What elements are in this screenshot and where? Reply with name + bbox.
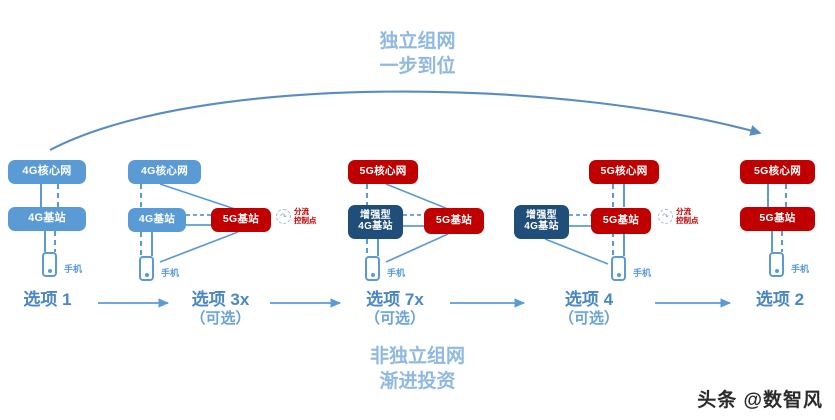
sa-overview-arrow <box>49 90 762 151</box>
node-5g-core-c3[interactable]: 5G核心网 <box>348 160 418 184</box>
phone-label-c2: 手机 <box>161 268 180 278</box>
split-point-icon-c2: ↷ <box>276 209 291 225</box>
node-5g-bs-c3[interactable]: 5G基站 <box>424 208 484 234</box>
split-point-label-c2: 分流 控制点 <box>294 207 317 226</box>
node-4g-core-c1[interactable]: 4G核心网 <box>8 160 86 184</box>
phone-icon-c3 <box>365 256 380 281</box>
split-point-label-c4: 分流 控制点 <box>676 207 699 226</box>
phone-icon-c5 <box>769 252 784 277</box>
option-caption-4[interactable]: 选项 4 （可选） <box>534 290 644 328</box>
bottom-heading: 非独立组网 渐进投资 <box>318 345 518 394</box>
node-4g-bs-c2[interactable]: 4G基站 <box>128 208 186 232</box>
node-5g-bs-c4[interactable]: 5G基站 <box>591 208 651 234</box>
top-heading-line1: 独立组网 <box>379 31 456 52</box>
option-7x-main: 选项 7x <box>366 290 424 309</box>
split-point-line2-c2: 控制点 <box>294 215 317 225</box>
option-caption-1[interactable]: 选项 1 <box>0 290 95 310</box>
node-enhanced-4g-bs-c4-line1: 增强型 <box>526 210 557 222</box>
node-enhanced-4g-bs-c3-line1: 增强型 <box>360 210 391 222</box>
top-heading-line2: 一步到位 <box>379 55 456 77</box>
option-7x-sub: （可选） <box>364 309 425 327</box>
split-point-icon-c4: ↷ <box>658 209 673 225</box>
node-enhanced-4g-bs-c4[interactable]: 增强型 4G基站 <box>514 205 569 239</box>
split-point-line2-c4: 控制点 <box>676 215 699 225</box>
top-heading: 独立组网 一步到位 <box>318 30 518 79</box>
bottom-heading-line1: 非独立组网 <box>369 346 465 367</box>
bottom-heading-line2: 渐进投资 <box>379 370 456 392</box>
option-4-sub: （可选） <box>558 309 619 327</box>
split-point-c4: ↷ 分流 控制点 <box>658 207 699 226</box>
option-caption-2[interactable]: 选项 2 <box>730 290 830 310</box>
node-4g-core-c2[interactable]: 4G核心网 <box>128 160 201 184</box>
option-4-main: 选项 4 <box>564 290 614 309</box>
split-point-line1-c2: 分流 <box>294 207 309 216</box>
phone-label-c1: 手机 <box>64 264 83 274</box>
option-caption-3x[interactable]: 选项 3x （可选） <box>168 290 273 328</box>
option-1-main: 选项 1 <box>23 290 72 309</box>
node-enhanced-4g-bs-c4-line2: 4G基站 <box>524 221 559 232</box>
phone-icon-c1 <box>42 252 57 277</box>
phone-label-c4: 手机 <box>633 268 652 278</box>
node-5g-core-c5[interactable]: 5G核心网 <box>740 160 815 184</box>
option-caption-7x[interactable]: 选项 7x （可选） <box>340 290 450 328</box>
watermark: 头条 @数智风 <box>697 390 823 411</box>
node-4g-bs-c1[interactable]: 4G基站 <box>8 207 86 231</box>
phone-label-c3: 手机 <box>387 268 406 278</box>
option-2-main: 选项 2 <box>755 290 805 309</box>
node-enhanced-4g-bs-c3-line2: 4G基站 <box>358 221 393 232</box>
phone-icon-c2 <box>139 256 154 281</box>
phone-icon-c4 <box>611 256 626 281</box>
node-5g-core-c4[interactable]: 5G核心网 <box>589 160 659 184</box>
node-5g-bs-c2[interactable]: 5G基站 <box>211 208 271 232</box>
split-point-line1-c4: 分流 <box>676 207 691 216</box>
option-3x-main: 选项 3x <box>191 290 250 309</box>
phone-label-c5: 手机 <box>791 264 810 274</box>
split-point-c2: ↷ 分流 控制点 <box>276 207 317 226</box>
node-enhanced-4g-bs-c3[interactable]: 增强型 4G基站 <box>348 205 403 239</box>
option-3x-sub: （可选） <box>190 309 251 327</box>
node-5g-bs-c5[interactable]: 5G基站 <box>740 207 815 231</box>
